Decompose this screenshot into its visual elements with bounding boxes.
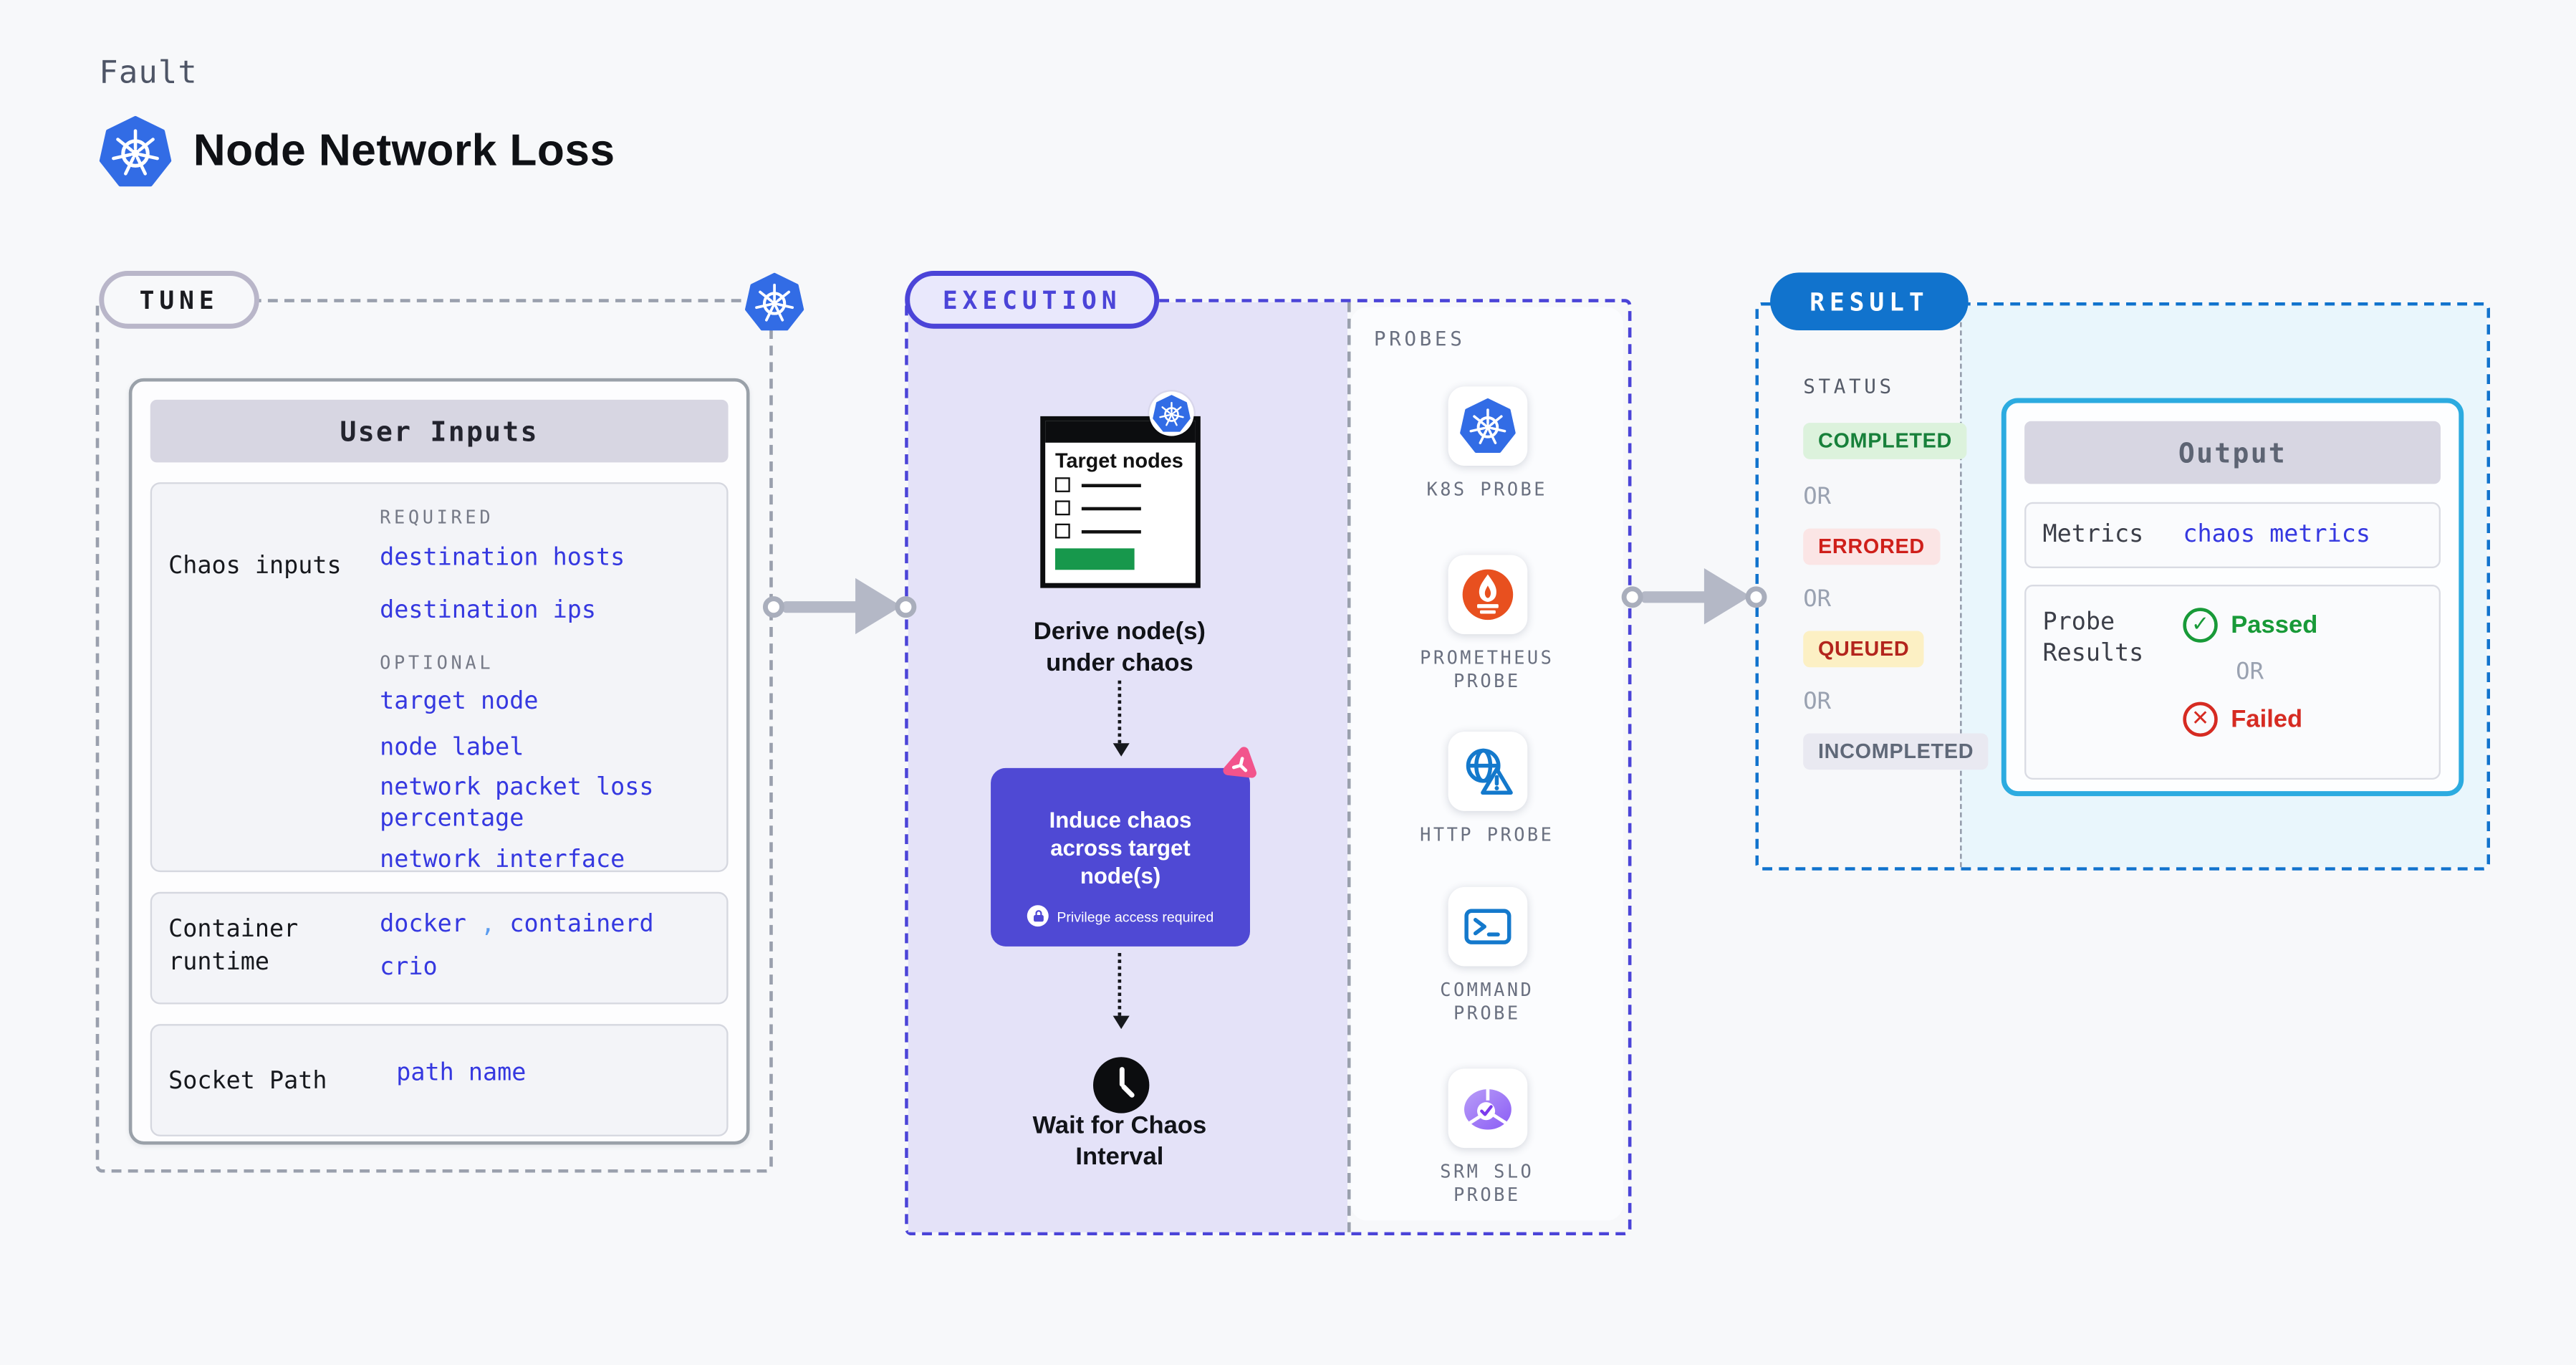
failed-label: Failed [2231,705,2303,734]
chaos-pink-icon [1222,745,1260,783]
probe-label: COMMAND PROBE [1440,979,1534,1025]
target-nodes-window: Target nodes [1040,416,1201,588]
checkbox-icon [1054,477,1070,492]
target-nodes-title: Target nodes [1054,449,1183,473]
node-line [1081,506,1141,510]
node-line [1081,483,1141,487]
status-badge-incompleted: INCOMPLETED [1803,733,1989,770]
or-separator: OR [1803,586,1832,613]
output-card: Output Metrics chaos metrics Probe Resul… [2001,398,2464,797]
socket-path-label: Socket Path [168,1068,327,1096]
output-title: Output [2024,421,2441,484]
probe-passed: Passed [2183,608,2318,643]
node-line [1081,529,1141,533]
terminal-icon [1459,899,1515,954]
status-badge-queued: QUEUED [1803,631,1925,668]
result-pill: RESULT [1770,272,1969,331]
probe-card-http [1447,732,1527,811]
probe-label: K8S PROBE [1426,479,1548,501]
privilege-note: Privilege access required [991,905,1250,927]
status-title: STATUS [1803,375,1895,398]
globe-warning-icon [1459,743,1515,799]
execution-section: PROBES K8S PROBE PROMETHEUS PROBE HTTP P… [905,271,1632,1236]
user-inputs-title: User Inputs [150,399,729,463]
x-circle-icon [2183,701,2218,737]
probes-divider [1347,302,1351,1232]
chaos-input-value: destination hosts [380,545,625,572]
probe-label: SRM SLO PROBE [1440,1161,1534,1206]
chaos-input-value: network packet loss percentage [380,775,654,833]
kubernetes-badge [1149,391,1194,436]
prometheus-icon [1459,567,1515,623]
kubernetes-icon [745,272,804,332]
probe-card-prometheus [1447,555,1527,635]
user-inputs-card: User Inputs Chaos inputs REQUIRED destin… [128,378,750,1145]
runtime-docker: docker [380,911,466,939]
runtime-containerd: containerd [509,911,654,939]
container-runtime-section: Container runtime docker , containerd cr… [150,891,729,1005]
chaos-input-value: target node [380,689,539,716]
or-separator: OR [1803,689,1832,716]
tune-section: TUNE User Inputs Chaos inputs REQUIRED d… [95,271,773,1173]
probe-results-label: Probe Results [2042,609,2144,668]
lock-icon [1027,905,1049,927]
runtime-values: docker , containerd [380,910,716,942]
probe-card-srm-slo [1447,1068,1527,1149]
probe-card-command [1447,886,1527,967]
kubernetes-icon [1153,395,1191,433]
privilege-note-text: Privilege access required [1057,907,1214,924]
or-separator: OR [1803,484,1832,511]
status-badge-completed: COMPLETED [1803,423,1967,459]
runtime-separator: , [481,911,496,939]
optional-heading: OPTIONAL [380,652,494,674]
probe-label: HTTP PROBE [1420,824,1554,846]
probe-label: PROMETHEUS PROBE [1420,647,1554,692]
kubernetes-icon [99,115,171,188]
checkbox-icon [1054,500,1070,516]
probe-results-row: Probe Results Passed OR Failed [2024,585,2441,780]
flow-dotted-line [1118,953,1122,1016]
arrow-down-icon [1112,1015,1130,1030]
induce-chaos-text: Induce chaos across target node(s) [1049,808,1192,889]
check-circle-icon [2183,608,2218,643]
socket-path-value: path name [396,1060,527,1087]
kubernetes-icon [1459,398,1515,454]
node-row [1054,523,1196,539]
chaos-inputs-label: Chaos inputs [168,553,342,580]
or-separator: OR [2236,658,2264,686]
page-title: Node Network Loss [193,125,615,176]
derive-nodes-step: Derive node(s) under chaos [1033,618,1206,678]
runtime-crio: crio [380,954,438,982]
socket-path-section: Socket Path path name [150,1024,729,1136]
probes-title: PROBES [1373,327,1466,350]
container-runtime-label: Container runtime [168,916,299,977]
metrics-value: chaos metrics [2183,522,2371,549]
wait-interval-step: Wait for Chaos Interval [1032,1111,1207,1172]
slo-gauge-check-icon [1459,1081,1515,1136]
metrics-row: Metrics chaos metrics [2024,502,2441,568]
green-button-bar [1054,548,1135,570]
probe-card-k8s [1447,386,1527,466]
fault-kicker: Fault [99,54,198,91]
chaos-input-value: node label [380,734,524,762]
chaos-input-value: destination ips [380,598,597,625]
execution-pill: EXECUTION [905,271,1160,329]
metrics-label: Metrics [2042,521,2144,548]
required-heading: REQUIRED [380,507,494,529]
result-section: RESULT STATUS COMPLETED OR ERRORED OR QU… [1755,272,2491,871]
clock-icon [1092,1057,1150,1113]
node-row [1054,477,1196,492]
status-badge-errored: ERRORED [1803,528,1940,565]
chaos-input-value: network interface [380,847,625,874]
induce-chaos-step: Induce chaos across target node(s) Privi… [991,767,1250,947]
passed-label: Passed [2231,610,2318,640]
chaos-inputs-section: Chaos inputs REQUIRED destination hosts … [150,482,729,873]
tune-pill: TUNE [99,271,259,329]
flow-dotted-line [1118,680,1122,744]
arrow-down-icon [1112,743,1130,757]
probe-failed: Failed [2183,701,2317,737]
probes-panel: PROBES K8S PROBE PROMETHEUS PROBE HTTP P… [1350,307,1623,1221]
node-row [1054,500,1196,516]
checkbox-icon [1054,523,1070,539]
